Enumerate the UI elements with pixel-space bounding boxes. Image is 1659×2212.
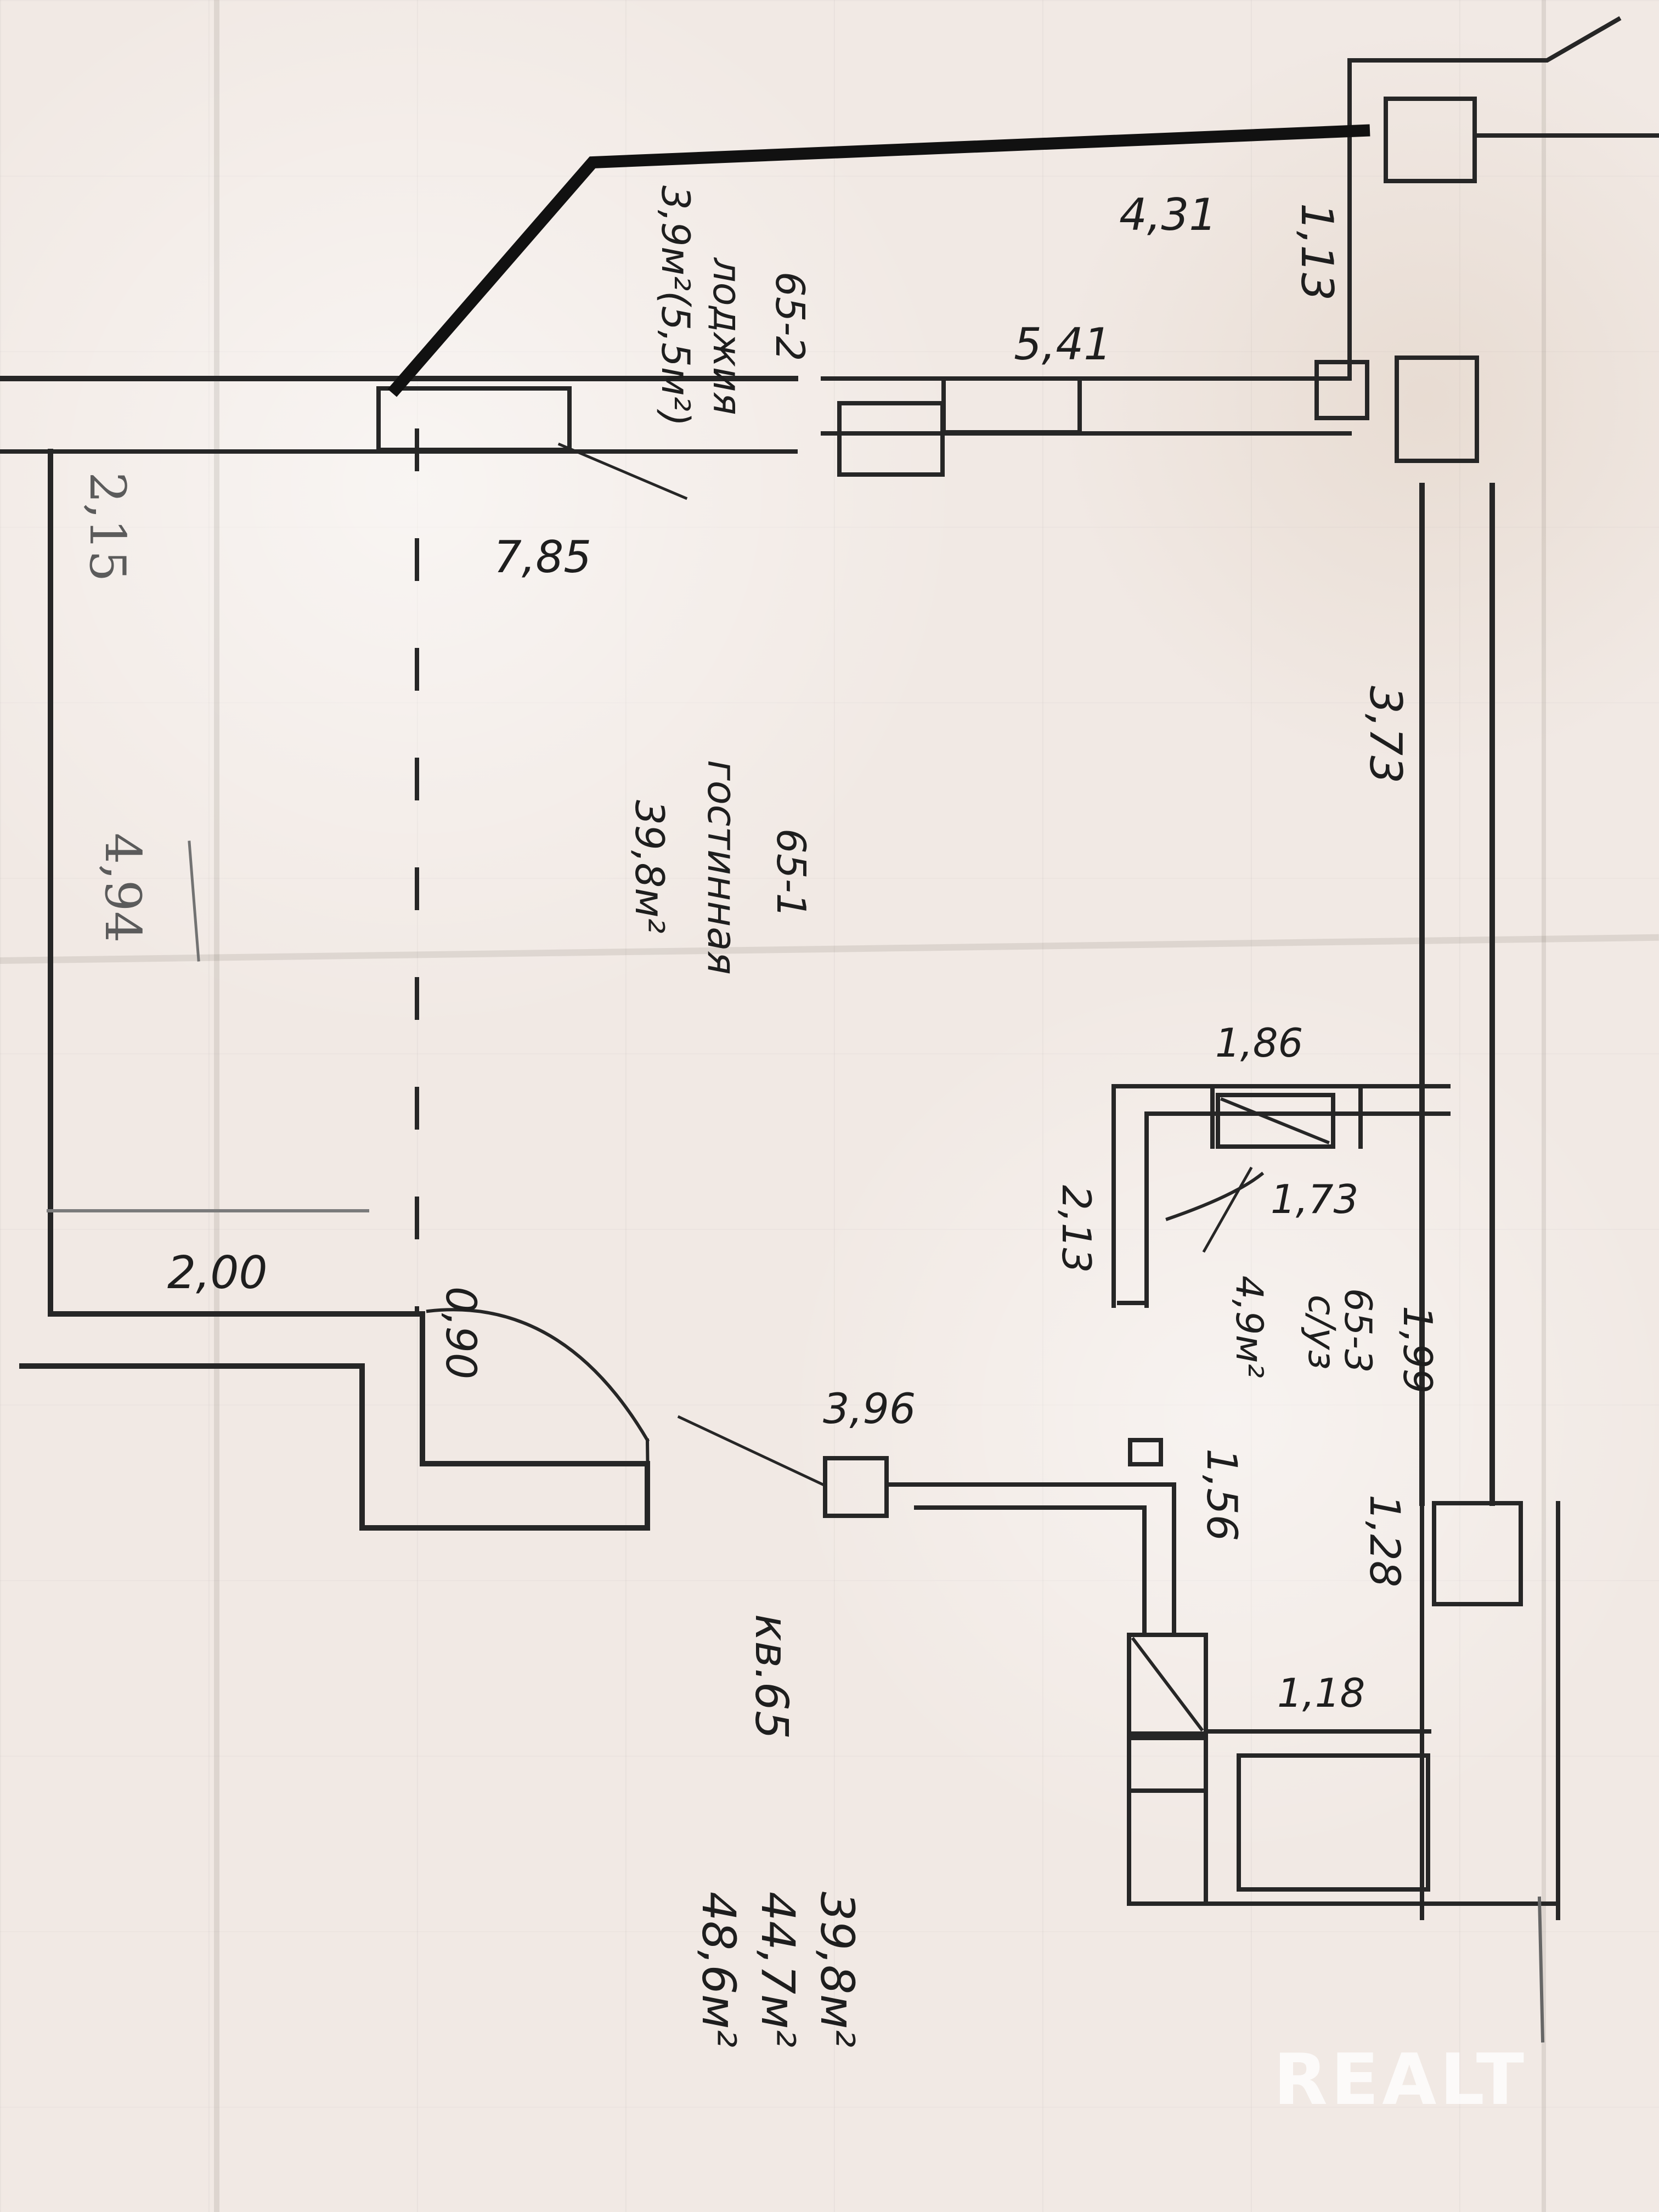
dimension-2-00: 2,00 xyxy=(167,1247,268,1299)
column-left-window xyxy=(376,386,572,452)
column-loggia-left xyxy=(837,401,945,477)
dimension-7-85: 7,85 xyxy=(494,532,592,583)
room-65-2-id: 65-2 xyxy=(767,272,813,362)
dimension-3-73: 3,73 xyxy=(1360,686,1411,784)
loggia-top-wall xyxy=(1347,16,1622,63)
service-inner-top-wall xyxy=(914,1505,1147,1637)
room-65-3-area: 4,9м² xyxy=(1227,1276,1271,1378)
room-65-3-id: 65-3 xyxy=(1336,1288,1379,1373)
entrance-column xyxy=(823,1456,889,1518)
column-lower-right xyxy=(1432,1501,1523,1606)
small-column-right xyxy=(1314,360,1369,420)
duct-lower-cross xyxy=(1131,1637,1204,1732)
handwritten-dimension-2-15: 2,15 xyxy=(78,472,136,582)
realt-watermark: REALT xyxy=(1273,2039,1527,2121)
loggia-marker-line xyxy=(387,124,1370,397)
entrance-door-swing xyxy=(426,1308,650,1443)
dimension-0-90: 0,90 xyxy=(437,1286,486,1380)
service-small-block xyxy=(1128,1438,1163,1466)
room-65-1-name: гостинная xyxy=(699,760,745,975)
duct-lower xyxy=(1127,1633,1208,1736)
column-mid-right xyxy=(1395,356,1479,463)
bathroom-door-swing xyxy=(1165,1171,1265,1221)
loggia-label-leader xyxy=(557,442,688,500)
dimension-1-73: 1,73 xyxy=(1271,1176,1359,1222)
window-block-right xyxy=(941,376,1082,435)
handwritten-tick xyxy=(188,840,200,962)
dimension-1-56: 1,56 xyxy=(1198,1448,1246,1542)
total-area-line-1: 39,8м² xyxy=(810,1892,864,2048)
lower-service-box xyxy=(1127,1736,1208,1906)
dimension-1-13: 1,13 xyxy=(1291,203,1342,301)
dimension-1-28: 1,28 xyxy=(1361,1494,1409,1588)
dimension-3-96: 3,96 xyxy=(823,1384,916,1433)
total-area-line-2: 44,7м² xyxy=(751,1892,805,2048)
service-top-wall xyxy=(884,1482,1176,1637)
lower-right-cabinet xyxy=(1237,1753,1430,1892)
dimension-5-41: 5,41 xyxy=(1014,319,1112,370)
duct-top-cross xyxy=(1220,1097,1330,1144)
door-pier xyxy=(359,1311,650,1531)
dimension-1-99: 1,99 xyxy=(1395,1306,1441,1394)
room-65-1-area: 39,8м² xyxy=(627,800,673,934)
dimension-1-18: 1,18 xyxy=(1277,1670,1365,1716)
entrance-dimension-leader xyxy=(677,1415,825,1487)
duct-top xyxy=(1216,1093,1335,1149)
dimension-2-13: 2,13 xyxy=(1053,1185,1099,1273)
room-65-3-name: с/уз xyxy=(1300,1295,1343,1370)
handwritten-dimension-4-94: 4,94 xyxy=(94,833,151,943)
bathroom-label-leader xyxy=(1202,1166,1253,1253)
dimension-4-31: 4,31 xyxy=(1119,189,1217,240)
right-edge-mark xyxy=(1537,1896,1545,2043)
apartment-number: кв.65 xyxy=(745,1614,797,1740)
room-65-1-id: 65-1 xyxy=(768,828,814,918)
column-top-right xyxy=(1384,97,1477,183)
room-65-2-area: 3,9м²(5,5м²) xyxy=(653,185,698,427)
dimension-1-86: 1,86 xyxy=(1215,1020,1304,1066)
entrance-door-leaf xyxy=(645,1438,651,1530)
total-area-line-3: 48,6м² xyxy=(692,1892,746,2048)
room-65-2-name: лоджия xyxy=(704,258,749,415)
